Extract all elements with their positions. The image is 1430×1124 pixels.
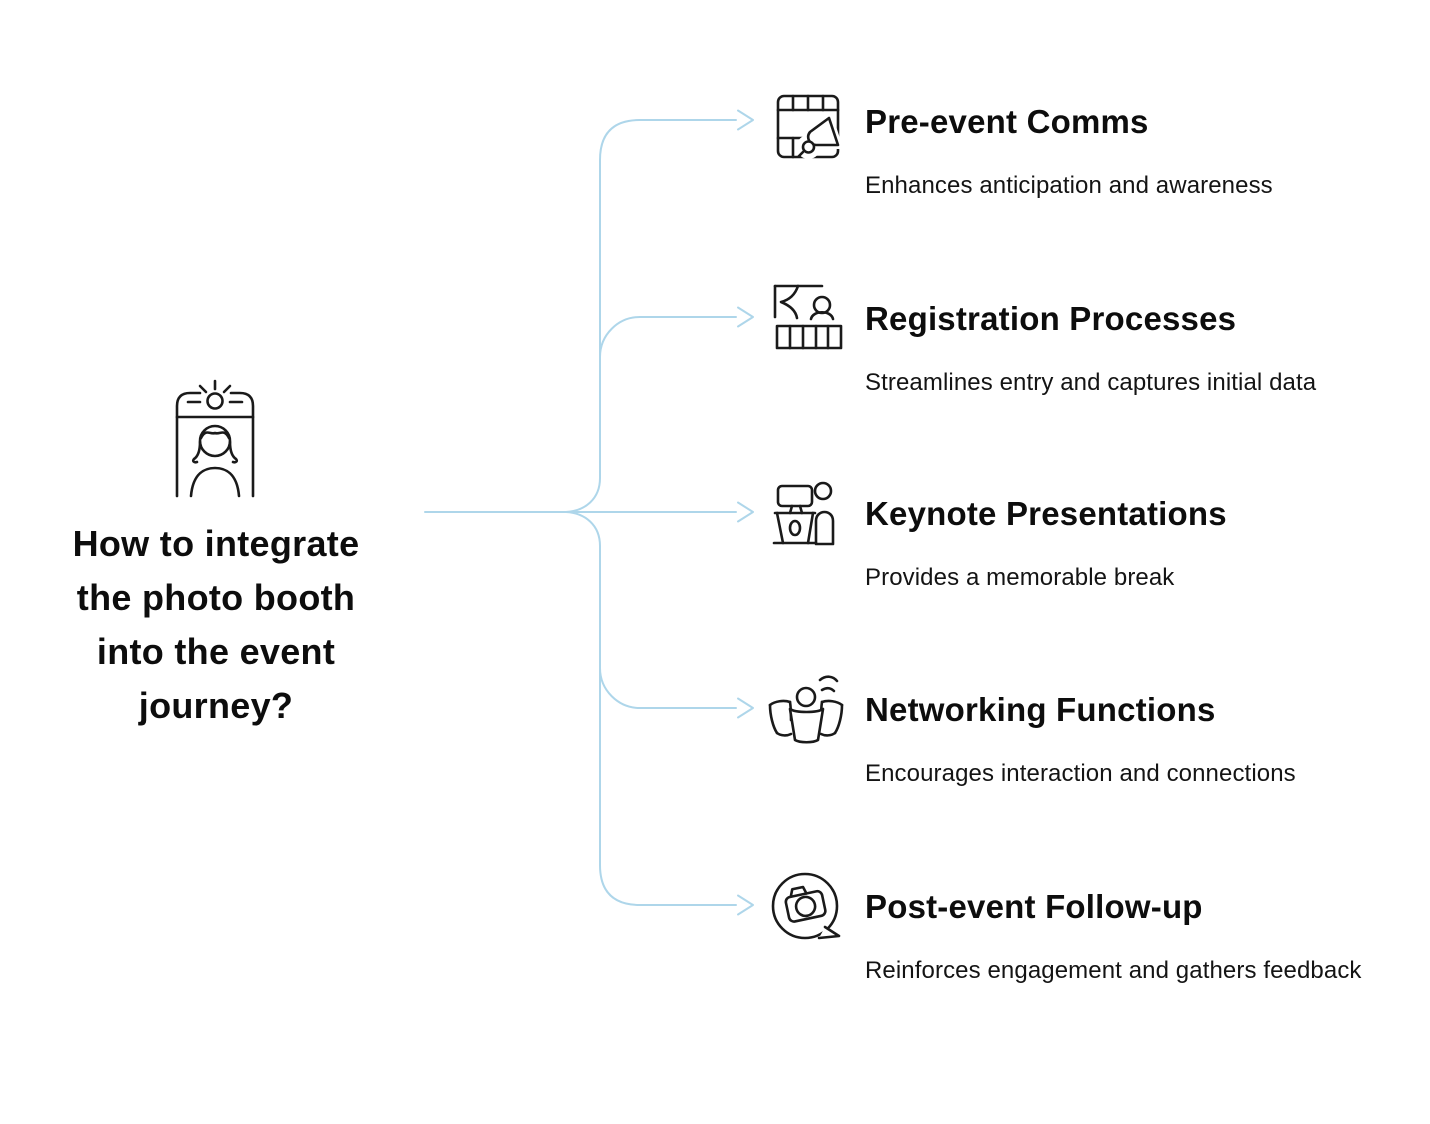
arrowhead-2 <box>737 306 754 328</box>
branch-title: Keynote Presentations <box>865 495 1227 532</box>
connector-branch-2 <box>599 316 737 358</box>
central-question-line: into the event <box>96 631 336 672</box>
people-mingling-icon <box>763 672 848 752</box>
central-question-line: How to integrate <box>72 523 360 564</box>
branch-description: Encourages interaction and connections <box>865 760 1296 787</box>
announcement-window-icon <box>770 85 850 165</box>
arrowhead-1 <box>737 109 754 131</box>
branch-title: Post-event Follow-up <box>865 888 1203 925</box>
central-question-line: journey? <box>138 685 294 726</box>
presenter-podium-icon <box>765 478 850 553</box>
branch-description: Streamlines entry and captures initial d… <box>865 369 1317 396</box>
camera-speech-bubble-icon <box>763 868 848 948</box>
arrowhead-5 <box>737 894 754 916</box>
branch-description: Reinforces engagement and gathers feedba… <box>865 957 1362 984</box>
branch-title: Pre-event Comms <box>865 103 1149 140</box>
connector-branch-4 <box>599 667 737 709</box>
photo-booth-icon <box>160 378 270 498</box>
branch-title: Networking Functions <box>865 691 1216 728</box>
central-question-line: the photo booth <box>76 577 356 618</box>
connector-branch-5 <box>565 511 737 906</box>
branch-description: Provides a memorable break <box>865 564 1175 591</box>
branch-description: Enhances anticipation and awareness <box>865 172 1273 199</box>
central-question: How to integrate the photo booth into th… <box>12 517 420 733</box>
check-in-desk-icon <box>765 283 850 358</box>
connector-branch-1 <box>565 119 737 513</box>
branch-title: Registration Processes <box>865 300 1237 337</box>
arrowhead-4 <box>737 697 754 719</box>
arrowhead-3 <box>737 501 754 523</box>
